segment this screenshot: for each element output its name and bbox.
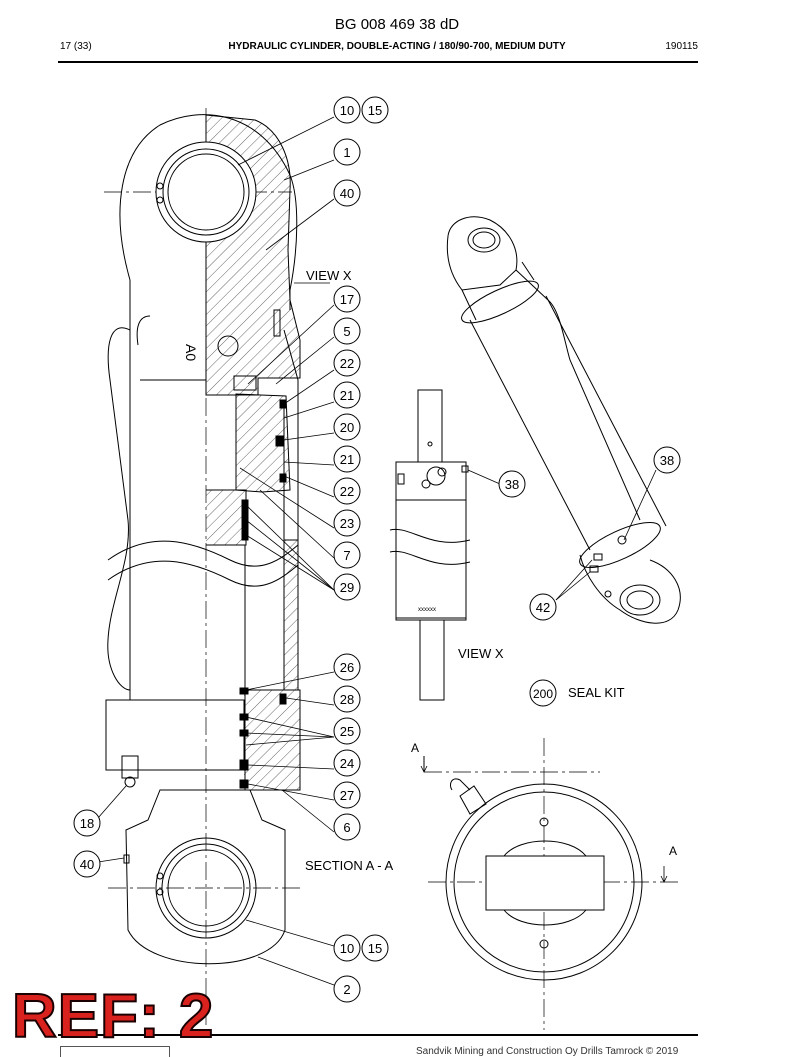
main-cylinder-view [104,108,301,1030]
svg-text:15: 15 [368,103,382,118]
callout-40-top: 40 [333,179,361,207]
svg-text:6: 6 [343,820,350,835]
callout-2: 2 [333,975,361,1003]
svg-text:20: 20 [340,420,354,435]
header-rule [58,61,698,63]
svg-text:38: 38 [505,477,519,492]
callout-24: 24 [333,749,361,777]
svg-text:42: 42 [536,600,550,615]
callout-42: 42 [529,593,557,621]
footer-logo [60,1046,170,1057]
svg-text:38: 38 [660,453,674,468]
callout-15-top: 15 [361,96,389,124]
callout-21-a: 21 [333,381,361,409]
svg-text:15: 15 [368,941,382,956]
section-marker-top: A [411,741,419,755]
svg-text:21: 21 [340,388,354,403]
callout-21-b: 21 [333,445,361,473]
svg-text:29: 29 [340,580,354,595]
date-code: 190115 [665,41,698,52]
page-number: 17 (33) [60,41,92,52]
svg-text:26: 26 [340,660,354,675]
svg-text:18: 18 [80,816,94,831]
callout-20: 20 [333,413,361,441]
doc-number: BG 008 469 38 dD [334,16,460,33]
callout-200: 200 [529,679,557,707]
svg-text:1: 1 [343,145,350,160]
callout-6: 6 [333,813,361,841]
callout-40-bottom: 40 [73,850,101,878]
svg-text:17: 17 [340,292,354,307]
leader-lines [97,116,335,986]
callout-27: 27 [333,781,361,809]
svg-text:24: 24 [340,756,354,771]
svg-text:10: 10 [340,103,354,118]
svg-text:27: 27 [340,788,354,803]
callout-29: 29 [333,573,361,601]
svg-text:40: 40 [340,186,354,201]
rod-marking: xxxxxx [418,607,436,613]
section-marker-right: A [669,844,677,858]
callout-22-b: 22 [333,477,361,505]
callouts: 10 15 1 40 17 5 22 21 20 21 22 23 7 29 2… [73,96,681,1003]
view-x-detail [389,389,471,701]
view-x-caption: VIEW X [458,646,504,661]
isometric-cylinder [446,216,681,624]
callout-22-a: 22 [333,349,361,377]
svg-text:2: 2 [343,982,350,997]
seal-kit-label: SEAL KIT [568,685,625,700]
footer-rule [58,1034,698,1036]
svg-text:23: 23 [340,516,354,531]
callout-15-bottom: 15 [361,934,389,962]
footer-copyright: Sandvik Mining and Construction Oy Drill… [416,1046,679,1057]
section-label: SECTION A - A [305,858,393,873]
callout-1: 1 [333,138,361,166]
callout-23: 23 [333,509,361,537]
section-a-a-view [423,738,678,1030]
svg-text:200: 200 [533,687,553,701]
svg-text:40: 40 [80,857,94,872]
callout-28: 28 [333,685,361,713]
svg-text:25: 25 [340,724,354,739]
callout-38-view-x: 38 [498,470,526,498]
svg-text:28: 28 [340,692,354,707]
svg-text:10: 10 [340,941,354,956]
ref-stamp: REF: 2 [11,982,215,1051]
callout-17: 17 [333,285,361,313]
svg-text:21: 21 [340,452,354,467]
callout-10-bottom: 10 [333,934,361,962]
svg-text:22: 22 [340,356,354,371]
svg-text:22: 22 [340,484,354,499]
view-x-label: VIEW X [306,268,352,283]
document-title: HYDRAULIC CYLINDER, DOUBLE-ACTING / 180/… [228,41,566,52]
svg-text:7: 7 [343,548,350,563]
callout-38-iso: 38 [653,446,681,474]
callout-25: 25 [333,717,361,745]
callout-10-top: 10 [333,96,361,124]
svg-text:5: 5 [343,324,350,339]
callout-5: 5 [333,317,361,345]
callout-26: 26 [333,653,361,681]
callout-7: 7 [333,541,361,569]
callout-18: 18 [73,809,101,837]
engraving-a0: A0 [183,344,199,361]
